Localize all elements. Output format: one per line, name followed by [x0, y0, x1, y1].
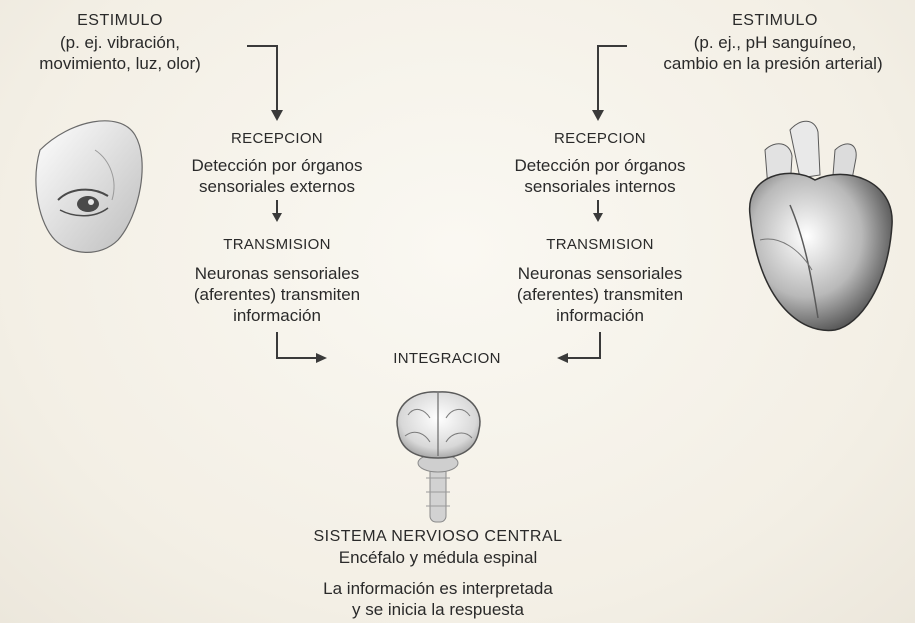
- right-stimulus-line2: cambio en la presión arterial): [663, 54, 883, 73]
- right-stimulus-arrow: [597, 45, 627, 112]
- left-transmission-title: TRANSMISION: [223, 236, 331, 253]
- right-reception-line1: Detección por órganos: [514, 156, 686, 175]
- left-stimulus-line1: (p. ej. vibración,: [60, 33, 180, 52]
- left-integration-arrowhead: [316, 353, 327, 363]
- right-transmission-line2: (aferentes) transmiten: [516, 285, 684, 304]
- left-stimulus-line2: movimiento, luz, olor): [39, 54, 201, 73]
- left-stimulus-arrowhead: [271, 110, 283, 121]
- brain-icon: [396, 391, 481, 523]
- right-integration-arrowhead: [557, 353, 568, 363]
- cns-title: SISTEMA NERVIOSO CENTRAL: [313, 528, 563, 545]
- left-reception-line2: sensoriales externos: [199, 177, 355, 196]
- right-reception-arrowhead: [593, 213, 603, 222]
- cns-subtitle: Encéfalo y médula espinal: [338, 548, 538, 567]
- right-transmission-line1: Neuronas sensoriales: [517, 264, 683, 283]
- left-reception-line1: Detección por órganos: [191, 156, 363, 175]
- right-stimulus-line1: (p. ej., pH sanguíneo,: [693, 33, 857, 52]
- heart-icon: [749, 120, 893, 332]
- integration-title: INTEGRACION: [393, 350, 501, 367]
- cns-line2: y se inicia la respuesta: [352, 600, 524, 619]
- left-reception-arrowhead: [272, 213, 282, 222]
- right-transmission-title: TRANSMISION: [546, 236, 654, 253]
- cns-line1: La información es interpretada: [323, 579, 553, 598]
- right-transmission-line3: información: [556, 306, 644, 325]
- left-integration-arrow: [276, 332, 318, 359]
- right-reception-title: RECEPCION: [554, 130, 646, 147]
- left-stimulus-title: ESTIMULO: [77, 12, 163, 29]
- left-reception-title: RECEPCION: [231, 130, 323, 147]
- right-stimulus-arrowhead: [592, 110, 604, 121]
- eye-icon: [35, 120, 143, 253]
- left-stimulus-arrow: [247, 45, 278, 112]
- left-transmission-line1: Neuronas sensoriales: [194, 264, 360, 283]
- right-stimulus-title: ESTIMULO: [732, 12, 818, 29]
- right-integration-arrow: [566, 332, 601, 359]
- right-reception-line2: sensoriales internos: [524, 177, 676, 196]
- left-transmission-line3: información: [233, 306, 321, 325]
- left-transmission-line2: (aferentes) transmiten: [193, 285, 361, 304]
